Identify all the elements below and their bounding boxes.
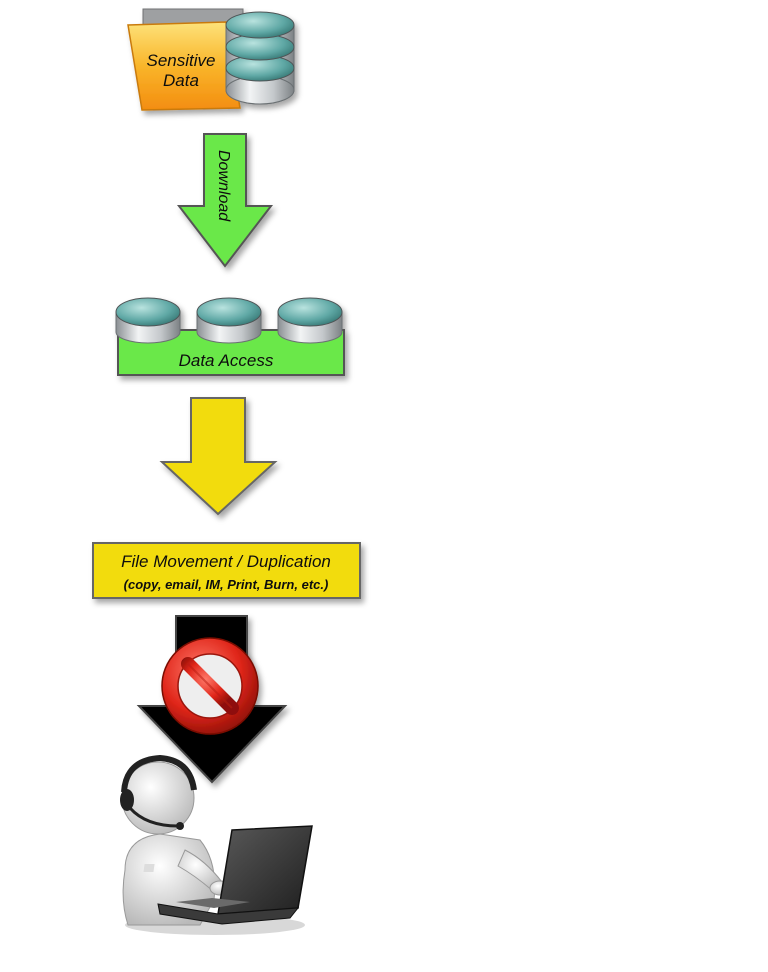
laptop-icon (143, 825, 313, 925)
database-cylinder-2 (196, 297, 262, 344)
sensitive-label-line2: Data (163, 71, 199, 90)
database-cylinder-3 (277, 297, 343, 344)
folder-icon (127, 8, 244, 111)
user-with-laptop-icon (120, 754, 313, 935)
download-label: Download (215, 150, 232, 222)
transfer-arrow (159, 397, 278, 516)
database-icon (225, 11, 295, 105)
download-arrow: Download (176, 133, 274, 268)
data-access-node: Data Access (115, 297, 345, 376)
file-movement-title: File Movement / Duplication (121, 552, 331, 571)
file-movement-node: File Movement / Duplication (copy, email… (92, 542, 361, 599)
sensitive-data-node: Sensitive Data (127, 8, 295, 111)
data-access-label: Data Access (179, 351, 274, 370)
prohibited-icon (161, 637, 259, 735)
database-cylinder-1 (115, 297, 181, 344)
file-movement-subtitle: (copy, email, IM, Print, Burn, etc.) (124, 577, 329, 592)
sensitive-label-line1: Sensitive (147, 51, 216, 70)
